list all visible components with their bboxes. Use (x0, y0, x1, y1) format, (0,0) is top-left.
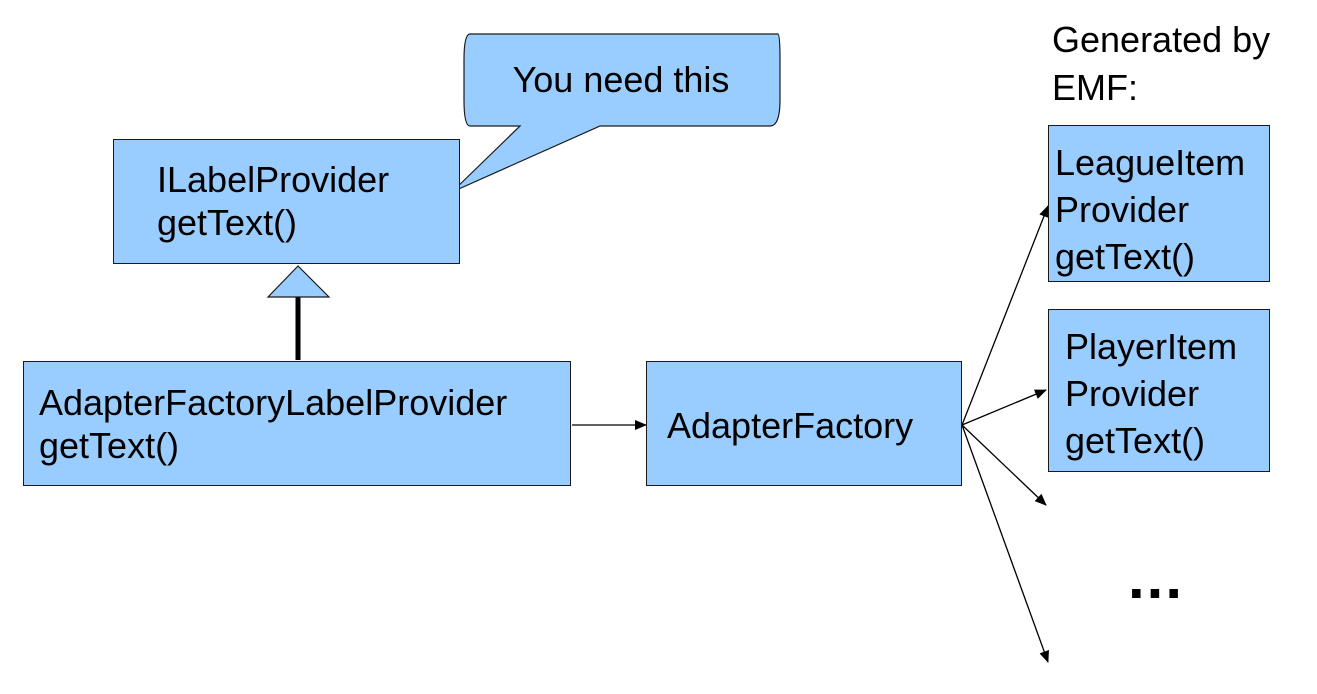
ilabel-provider-name: ILabelProvider (157, 159, 390, 200)
more-providers-ellipsis: ... (1128, 544, 1185, 611)
adapter-factory-box: AdapterFactory (646, 361, 962, 486)
player-item-provider-line1: PlayerItem (1065, 326, 1238, 367)
callout-bubble (451, 33, 781, 193)
adapter-factory-label-provider-box: AdapterFactoryLabelProvider getText() (23, 361, 571, 486)
adapter-factory-label-provider-method: getText() (39, 425, 180, 466)
adapter-factory-name: AdapterFactory (667, 405, 914, 446)
player-item-provider-box: PlayerItem Provider getText() (1048, 309, 1270, 472)
adapter-factory-label-provider-name: AdapterFactoryLabelProvider (39, 382, 508, 423)
league-item-provider-box: LeagueItem Provider getText() (1048, 125, 1270, 282)
league-item-provider-line2: Provider (1055, 189, 1190, 230)
generated-note-line2: EMF: (1052, 67, 1138, 108)
league-item-provider-method: getText() (1055, 236, 1196, 277)
league-item-provider-line1: LeagueItem (1055, 142, 1246, 183)
generated-note-line1: Generated by (1052, 19, 1271, 60)
generated-by-emf-note: Generated by EMF: (1052, 16, 1270, 112)
arrow-to-league-item-provider (961, 205, 1049, 426)
ilabel-provider-box: ILabelProvider getText() (113, 139, 460, 264)
callout-text: You need this (512, 59, 730, 100)
player-item-provider-line2: Provider (1065, 373, 1200, 414)
inheritance-triangle (266, 265, 331, 298)
player-item-provider-method: getText() (1065, 420, 1206, 461)
arrow-to-other-provider-1 (961, 424, 1047, 506)
arrow-to-player-item-provider (961, 389, 1047, 426)
arrow-to-other-provider-2 (961, 424, 1049, 663)
ilabel-provider-method: getText() (157, 202, 298, 243)
